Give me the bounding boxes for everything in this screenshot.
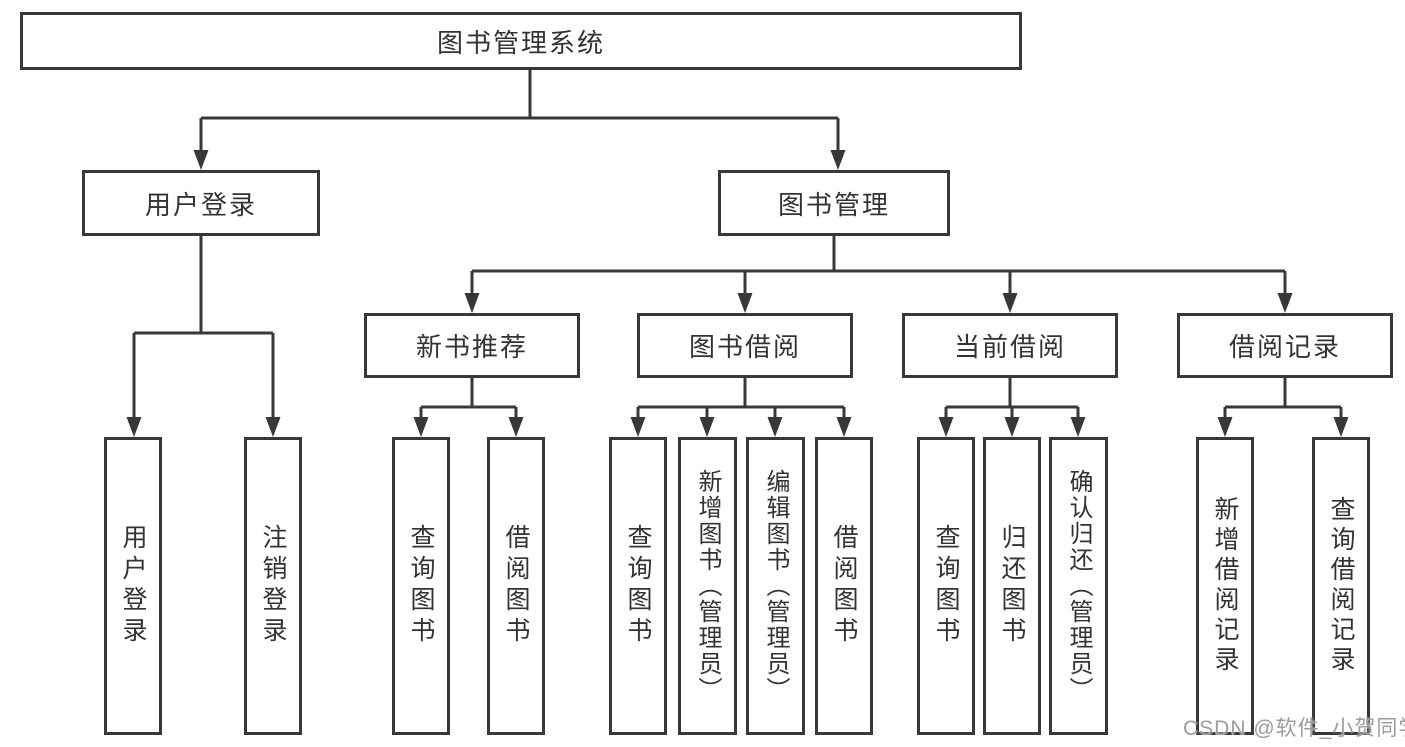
node-user-login: 用户登录 bbox=[82, 170, 320, 236]
leaf-user-login: 用户登录 bbox=[104, 437, 162, 735]
leaf-query-books-current: 查询图书 bbox=[917, 437, 975, 735]
leaf-borrow-books: 借阅图书 bbox=[815, 437, 873, 735]
node-new-book-recommend: 新书推荐 bbox=[364, 313, 580, 378]
leaf-confirm-return-admin: 确认归还（管理员） bbox=[1049, 437, 1108, 735]
node-root: 图书管理系统 bbox=[20, 12, 1022, 70]
node-book-management: 图书管理 bbox=[718, 170, 950, 236]
leaf-return-books: 归还图书 bbox=[983, 437, 1041, 735]
node-borrow-records: 借阅记录 bbox=[1177, 313, 1393, 378]
leaf-add-borrow-record: 新增借阅记录 bbox=[1196, 437, 1254, 735]
leaf-query-borrow-record: 查询借阅记录 bbox=[1312, 437, 1370, 735]
watermark: CSDN @软件_小贺同学 bbox=[1183, 717, 1405, 740]
leaf-logout: 注销登录 bbox=[244, 437, 302, 735]
leaf-query-books-recommend: 查询图书 bbox=[392, 437, 450, 735]
leaf-add-books-admin: 新增图书（管理员） bbox=[678, 437, 737, 735]
arrowheads bbox=[126, 150, 1349, 437]
node-book-borrow: 图书借阅 bbox=[637, 313, 853, 378]
node-current-borrow: 当前借阅 bbox=[902, 313, 1118, 378]
leaf-edit-books-admin: 编辑图书（管理员） bbox=[746, 437, 805, 735]
leaf-query-books-borrow: 查询图书 bbox=[609, 437, 667, 735]
leaf-borrow-books-recommend: 借阅图书 bbox=[487, 437, 545, 735]
